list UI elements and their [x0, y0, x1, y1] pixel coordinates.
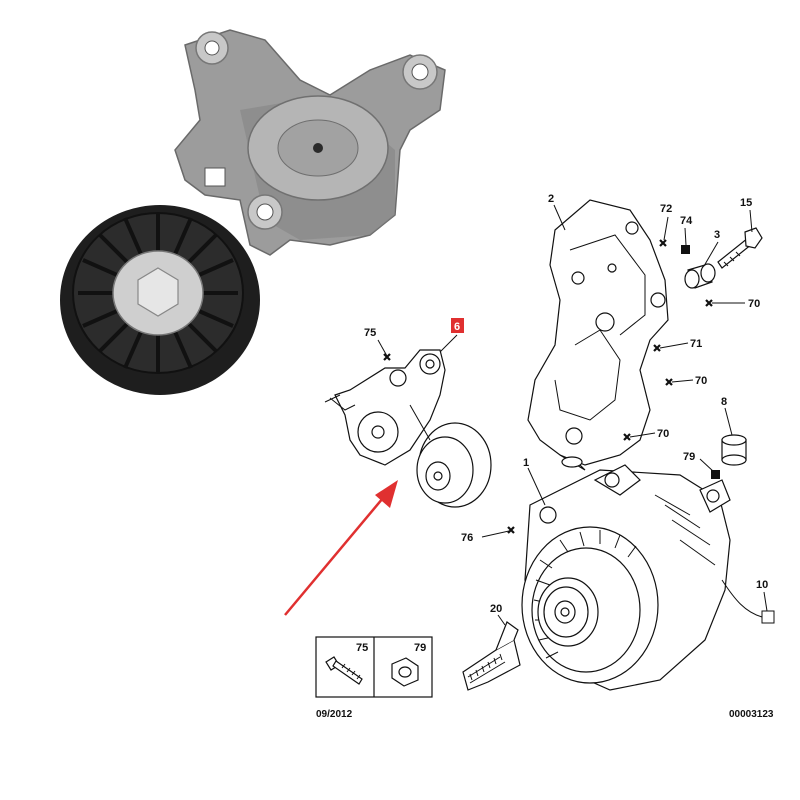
callout-70-top: 70 [748, 298, 760, 310]
tensioner-photo [60, 29, 446, 395]
alternator-rear-ribs [654, 494, 716, 566]
photo-lug-bottom-hole [256, 203, 274, 221]
callout-75: 75 [364, 327, 376, 339]
connector-10 [761, 610, 775, 624]
highlight-arrow [284, 480, 398, 616]
inset-ref-79: 79 [414, 642, 426, 654]
callout-70-mid: 70 [695, 375, 707, 387]
footer-date: 09/2012 [316, 709, 353, 720]
belt-20 [462, 621, 521, 691]
photo-pulley-bolt [137, 267, 179, 317]
callout-3: 3 [714, 229, 720, 241]
alternator-drawing [521, 464, 775, 691]
cap-8 [721, 434, 747, 466]
callout-10: 10 [756, 579, 768, 591]
callout-6-highlight [451, 318, 464, 333]
callout-6: 6 [454, 321, 460, 333]
callout-20: 20 [490, 603, 502, 615]
callout-72: 72 [660, 203, 672, 215]
callout-74: 74 [680, 215, 693, 227]
square-marker-74 [681, 245, 690, 254]
callout-1: 1 [523, 457, 529, 469]
callout-71: 71 [690, 338, 702, 350]
callout-15: 15 [740, 197, 752, 209]
callout-2: 2 [548, 193, 554, 205]
tensioner-drawing [324, 349, 492, 508]
leader-lines [377, 204, 768, 626]
nut-icon [391, 657, 419, 687]
x-markers [383, 239, 713, 534]
bracket-drawing [527, 199, 669, 471]
hardware-inset: 75 79 [315, 636, 433, 698]
callout-79: 79 [683, 451, 695, 463]
photo-lug-right-hole [411, 63, 429, 81]
footer-doc-number: 00003123 [729, 709, 774, 720]
callout-labels: 75 6 2 72 74 3 15 70 71 70 70 8 79 1 76 … [364, 193, 768, 615]
callout-70-low: 70 [657, 428, 669, 440]
bushing-3 [684, 263, 716, 289]
callout-76: 76 [461, 532, 473, 544]
square-marker-79 [711, 470, 720, 479]
photo-square-drive [204, 167, 226, 187]
callout-8: 8 [721, 396, 727, 408]
screw-icon [325, 656, 363, 685]
photo-lug-top-hole [204, 40, 220, 56]
photo-center-hole [313, 143, 323, 153]
inset-ref-75: 75 [356, 642, 368, 654]
bolt-15 [717, 227, 763, 269]
